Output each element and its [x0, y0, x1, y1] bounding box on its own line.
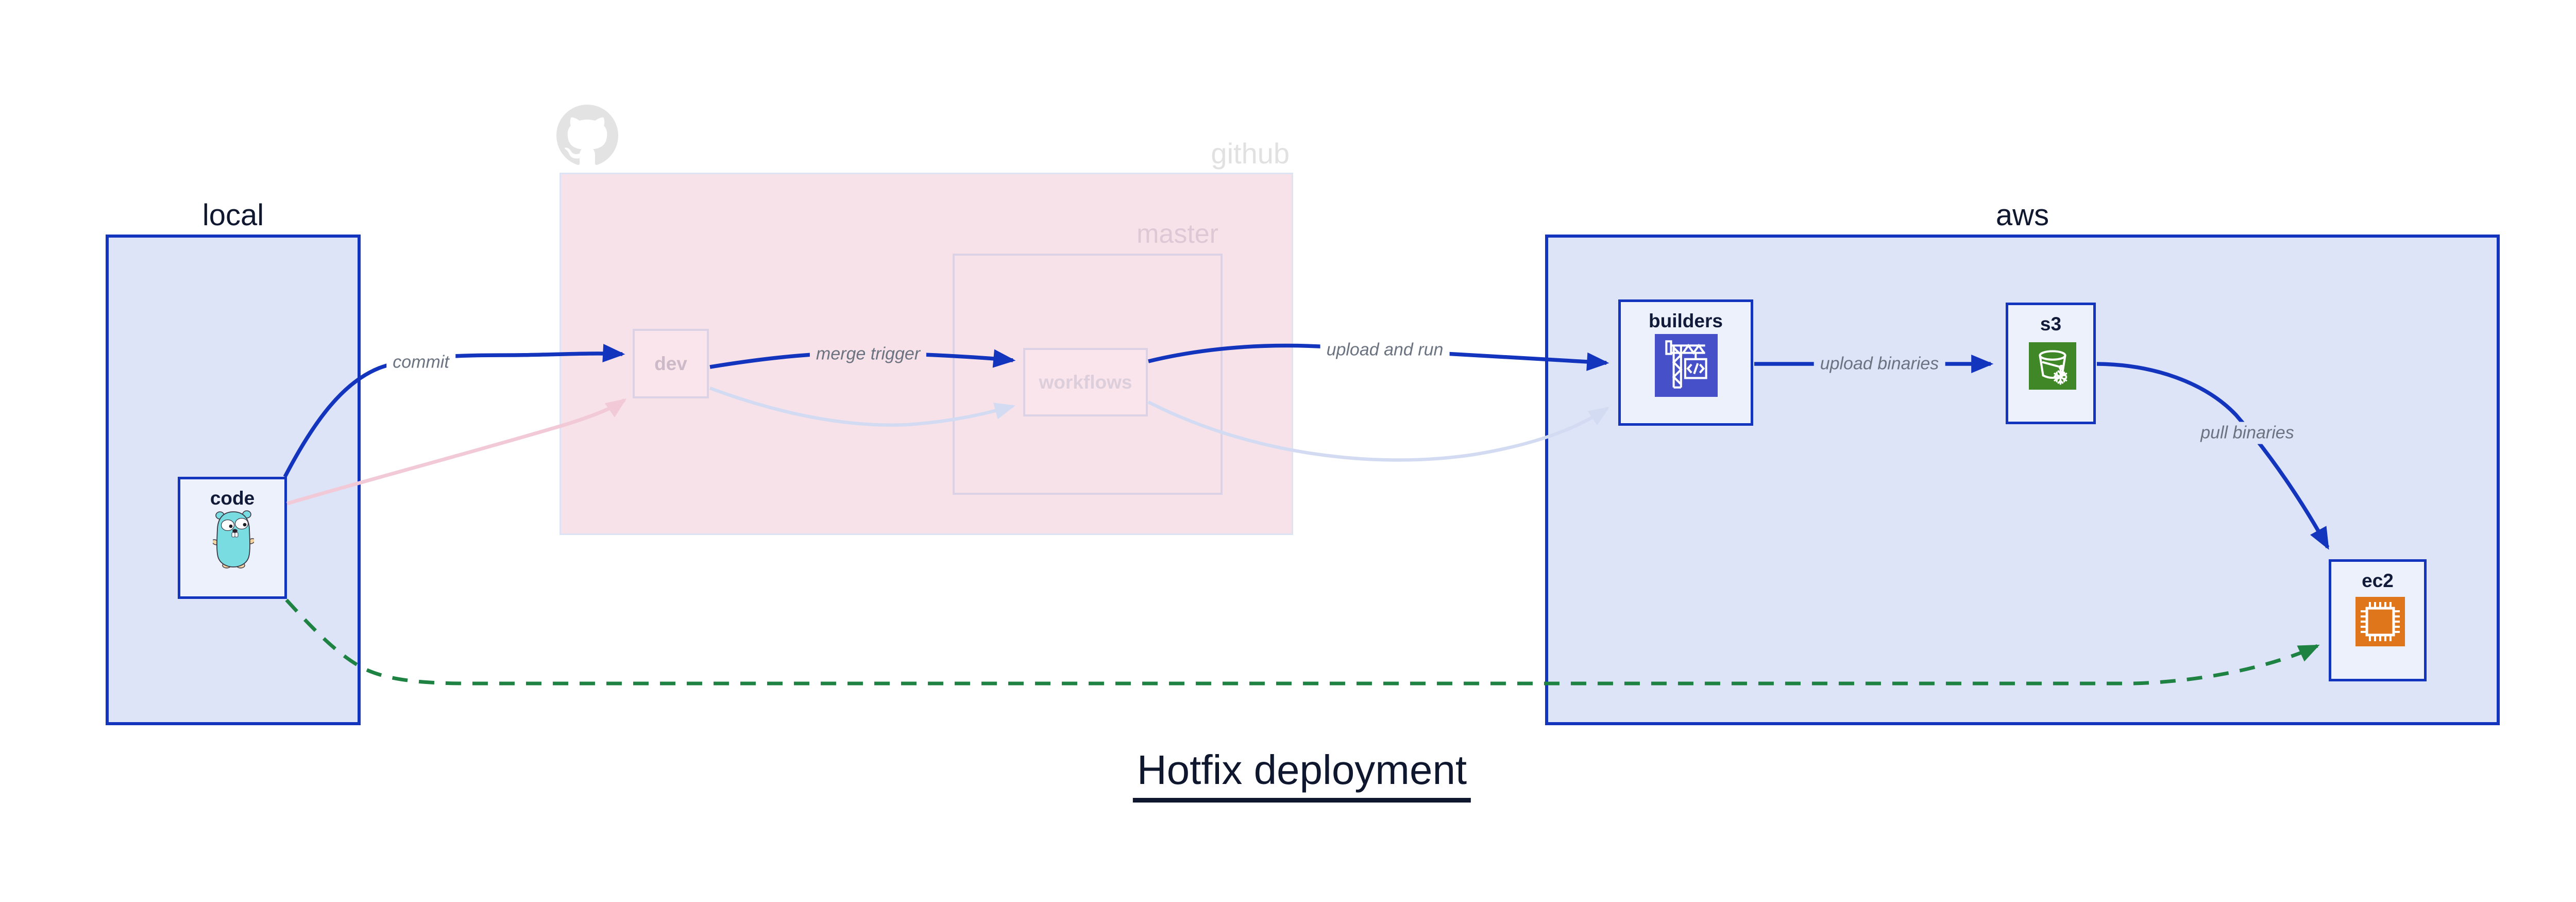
github-octocat-icon	[556, 105, 618, 165]
aws-s3-glacier-icon	[2029, 342, 2076, 390]
node-s3: s3	[2006, 303, 2096, 424]
node-s3-label: s3	[2040, 313, 2062, 335]
edge-label-upload-and-run: upload and run	[1320, 339, 1450, 361]
node-builders: builders	[1618, 299, 1753, 426]
node-builders-label: builders	[1649, 310, 1723, 331]
node-code: code	[178, 477, 287, 599]
aws-ec2-icon	[2355, 597, 2405, 646]
edge-label-pull-binaries: pull binaries	[2194, 422, 2300, 444]
node-workflows-label: workflows	[1039, 371, 1132, 393]
aws-codebuild-icon	[1655, 334, 1718, 397]
go-gopher-icon	[213, 510, 254, 569]
container-local-label: local	[202, 198, 264, 232]
node-code-label: code	[210, 488, 255, 509]
container-aws-label: aws	[1995, 198, 2049, 232]
container-github-label: github	[1211, 137, 1290, 170]
node-dev-label: dev	[654, 353, 687, 374]
node-workflows: workflows	[1023, 348, 1148, 416]
diagram-title: Hotfix deployment	[1132, 746, 1471, 803]
node-ec2: ec2	[2329, 559, 2427, 681]
node-dev: dev	[633, 329, 709, 398]
edge-label-upload-binaries: upload binaries	[1814, 353, 1945, 375]
edge-label-commit: commit	[386, 351, 455, 374]
node-ec2-label: ec2	[2362, 570, 2394, 591]
edge-label-merge-trigger: merge trigger	[809, 343, 927, 365]
container-master: master	[953, 219, 1223, 495]
container-master-label: master	[1137, 219, 1218, 249]
